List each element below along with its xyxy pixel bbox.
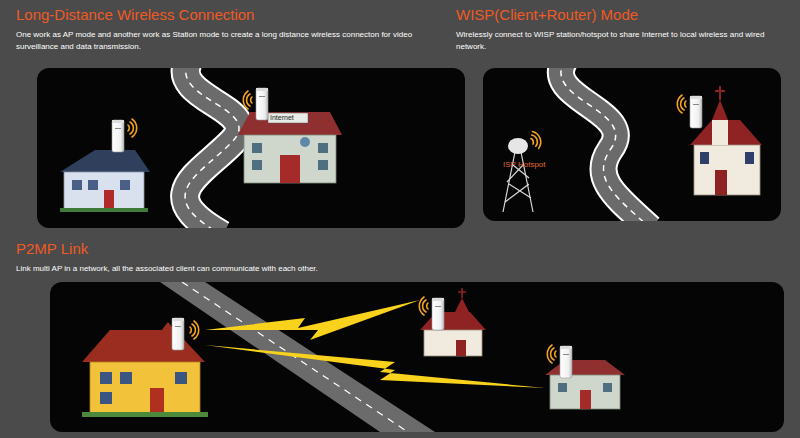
feature-panel: WISP(Client+Router) ModeWirelessly conne…	[456, 6, 786, 52]
feature-panel: P2MP LinkLink multi AP in a network, all…	[16, 240, 776, 275]
panel-heading: P2MP Link	[16, 240, 776, 257]
panel	[37, 68, 465, 228]
panel-heading: Long-Distance Wireless Connection	[16, 6, 456, 23]
panel-description: One work as AP mode and another work as …	[16, 29, 456, 52]
panel-description: Wirelessly connect to WISP station/hotsp…	[456, 29, 786, 52]
feature-panel: Long-Distance Wireless ConnectionOne wor…	[16, 6, 456, 52]
panel	[50, 282, 784, 432]
hotspot-label: ISP Hotspot	[503, 160, 546, 169]
sign-label: Internet	[270, 114, 294, 121]
panel-description: Link multi AP in a network, all the asso…	[16, 263, 776, 275]
panel-heading: WISP(Client+Router) Mode	[456, 6, 786, 23]
sign-board	[267, 113, 297, 122]
